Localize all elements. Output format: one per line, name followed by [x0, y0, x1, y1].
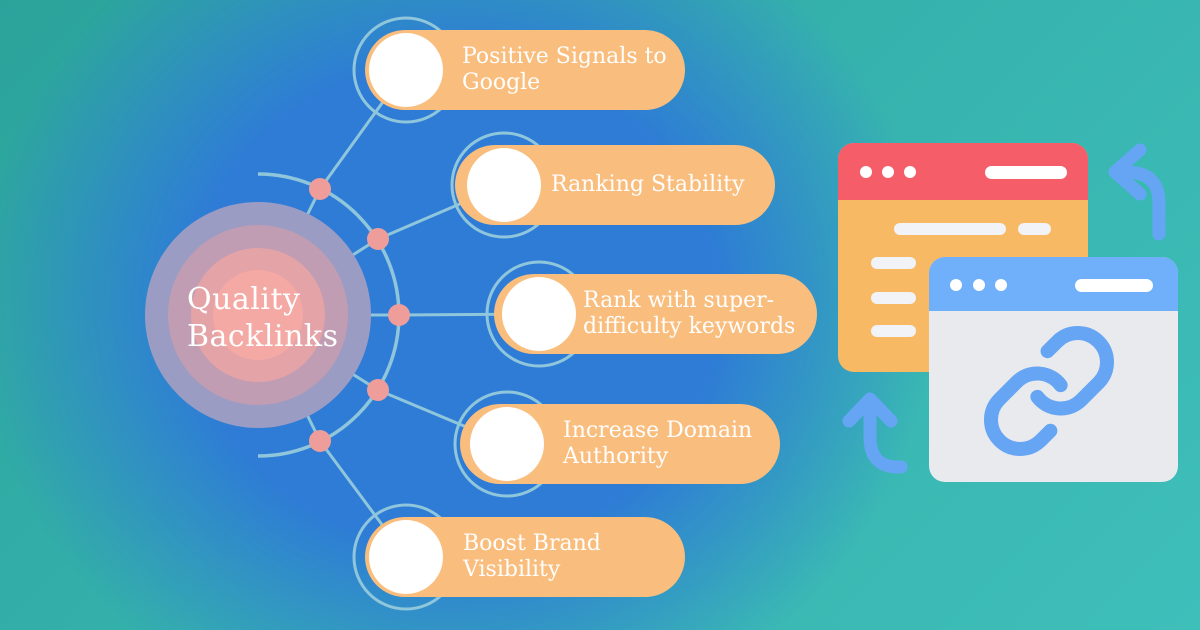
branch-label-line: Ranking Stability — [551, 172, 745, 197]
address-bar — [1075, 279, 1153, 292]
branch-label: Positive Signals to Google — [462, 44, 685, 96]
branch-label-line: Increase Domain — [563, 418, 753, 443]
browser-window-front — [929, 257, 1178, 482]
node-dot — [367, 379, 389, 401]
junction-dots — [309, 178, 410, 452]
hub-title-line1: Quality — [187, 282, 301, 317]
content-bar — [871, 325, 916, 337]
branch-label: Boost Brand Visibility — [463, 531, 685, 583]
node-dot — [367, 228, 389, 250]
node-dot — [309, 430, 331, 452]
branch-label-line: Rank with super- — [583, 288, 775, 313]
branch-label-line: difficulty keywords — [583, 314, 796, 339]
branch-label: Increase Domain Authority — [563, 418, 780, 470]
branch-label: Ranking Stability — [551, 172, 775, 198]
pill-disc — [470, 407, 544, 481]
pill-disc — [502, 277, 576, 351]
window-dot-icon — [882, 166, 894, 178]
branch-pill-domain-authority: Increase Domain Authority — [460, 404, 780, 484]
hub-title-line2: Backlinks — [187, 319, 339, 354]
link-icon — [984, 326, 1114, 456]
branch-pill-brand-visibility: Boost Brand Visibility — [365, 517, 685, 597]
window-dot-icon — [973, 279, 985, 291]
branch-label-line: Authority — [563, 444, 669, 469]
window-dot-icon — [995, 279, 1007, 291]
hub-core — [213, 270, 303, 360]
pill-disc — [369, 33, 443, 107]
branch-pill-difficult-keywords: Rank with super- difficulty keywords — [494, 274, 817, 354]
content-bar — [1018, 223, 1051, 235]
node-dot — [388, 304, 410, 326]
branch-label-line: Google — [462, 70, 541, 95]
content-bar — [871, 292, 916, 304]
branch-label-line: Boost Brand — [463, 531, 601, 556]
window-dot-icon — [950, 279, 962, 291]
node-dot — [309, 178, 331, 200]
branch-label-line: Visibility — [463, 557, 561, 582]
hub-title: Quality Backlinks — [187, 281, 339, 355]
branch-pill-positive-signals: Positive Signals to Google — [365, 30, 685, 110]
pill-disc — [467, 148, 541, 222]
content-bar — [894, 223, 1006, 235]
content-bar — [871, 257, 916, 269]
pill-disc — [369, 520, 443, 594]
window-dot-icon — [904, 166, 916, 178]
address-bar — [985, 166, 1067, 179]
window-dot-icon — [860, 166, 872, 178]
branch-label-line: Positive Signals to — [462, 44, 667, 69]
branch-pill-ranking-stability: Ranking Stability — [455, 145, 775, 225]
branch-label: Rank with super- difficulty keywords — [583, 288, 817, 340]
